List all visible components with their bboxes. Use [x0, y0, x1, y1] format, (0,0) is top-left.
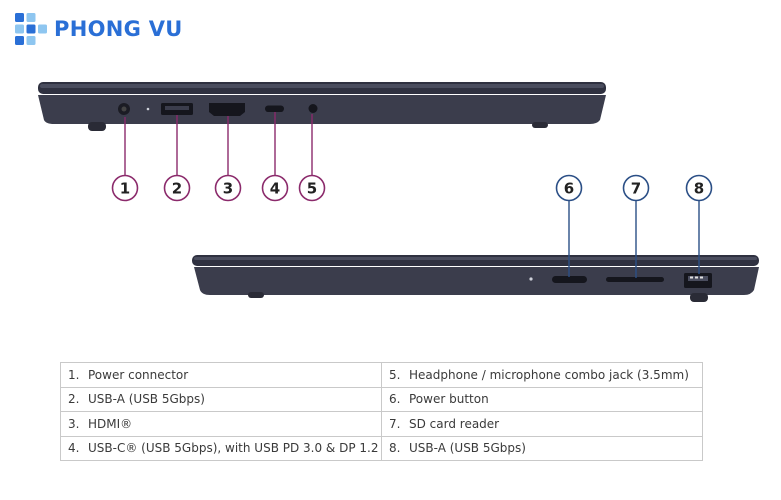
callout-4-label: 4 — [270, 180, 280, 198]
callout-6 — [555, 174, 583, 202]
phongvu-logo-icon — [15, 13, 47, 45]
legend-cell: 2.USB-A (USB 5Gbps) — [60, 386, 382, 412]
brand-name: PHONG VU — [54, 17, 183, 41]
callout-8 — [685, 174, 713, 202]
table-row: 2.USB-A (USB 5Gbps) 6.Power button — [60, 386, 703, 412]
callouts-left — [111, 112, 326, 202]
callout-2-label: 2 — [172, 180, 182, 198]
callout-7-label: 7 — [631, 180, 641, 198]
table-row: 4.USB-C® (USB 5Gbps), with USB PD 3.0 & … — [60, 435, 703, 461]
sd-card-reader — [606, 277, 664, 282]
brand-logo: PHONG VU — [14, 12, 183, 46]
table-row: 1.Power connector 5.Headphone / micropho… — [60, 362, 703, 388]
callout-8-label: 8 — [694, 180, 704, 198]
table-row: 3.HDMI® 7.SD card reader — [60, 411, 703, 437]
port-legend-table: 1.Power connector 5.Headphone / micropho… — [60, 362, 703, 461]
legend-cell: 5.Headphone / microphone combo jack (3.5… — [381, 362, 703, 388]
laptop-right-side — [192, 255, 759, 302]
callout-2 — [163, 174, 191, 202]
headphone-jack — [308, 104, 318, 113]
callout-7 — [622, 174, 650, 202]
callouts-right — [555, 174, 713, 278]
usb-c-port — [265, 105, 284, 112]
legend-cell: 8.USB-A (USB 5Gbps) — [381, 435, 703, 461]
legend-cell: 7.SD card reader — [381, 411, 703, 437]
laptop-port-diagram: 1 2 3 4 5 6 7 8 — [38, 82, 759, 302]
callout-6-label: 6 — [564, 180, 574, 198]
legend-cell: 3.HDMI® — [60, 411, 382, 437]
callout-3-label: 3 — [223, 180, 233, 198]
callout-5 — [298, 174, 326, 202]
hdmi-port — [209, 103, 245, 116]
callout-4 — [261, 174, 289, 202]
legend-cell: 1.Power connector — [60, 362, 382, 388]
legend-cell: 4.USB-C® (USB 5Gbps), with USB PD 3.0 & … — [60, 435, 382, 461]
callout-1-label: 1 — [120, 180, 130, 198]
legend-cell: 6.Power button — [381, 386, 703, 412]
callout-3 — [214, 174, 242, 202]
callout-1 — [111, 174, 139, 202]
power-button — [552, 276, 587, 283]
laptop-left-side — [38, 82, 606, 131]
callout-5-label: 5 — [307, 180, 317, 198]
